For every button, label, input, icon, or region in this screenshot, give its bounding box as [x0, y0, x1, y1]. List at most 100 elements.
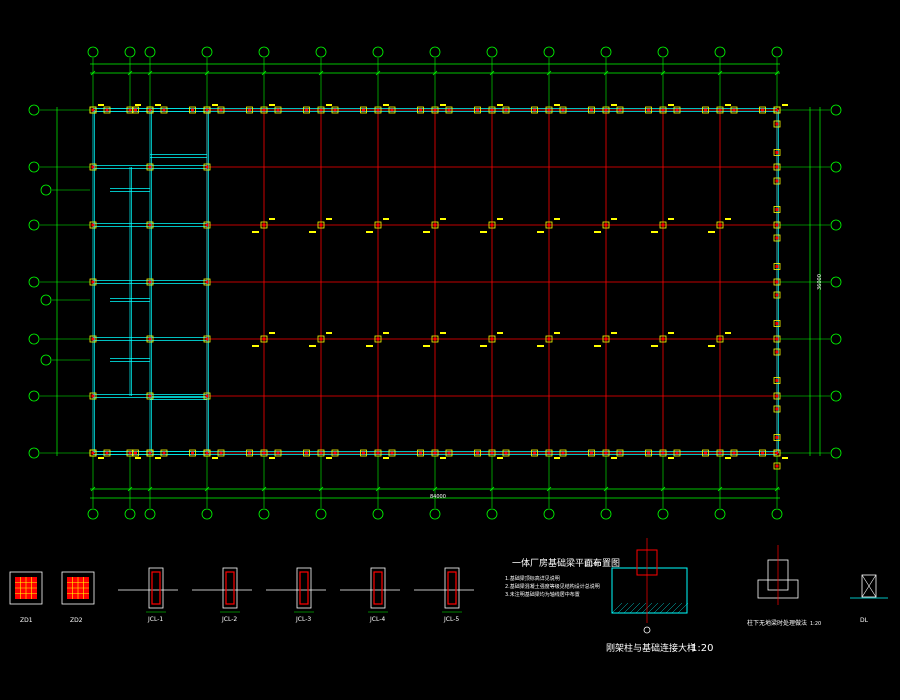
column-tag — [708, 345, 715, 347]
column-core — [775, 122, 779, 126]
dimension-tick — [603, 486, 609, 492]
column — [545, 221, 553, 229]
column-tag — [252, 231, 259, 233]
column — [189, 449, 196, 457]
column — [673, 449, 681, 457]
column-core — [732, 451, 736, 455]
detail-labels: ZD1 ZD2 JCL-1 JCL-2 JCL-3 JCL-4 JCL-5 刚架… — [20, 274, 869, 654]
column — [616, 449, 624, 457]
column — [759, 449, 766, 457]
connection-detail-scale: 1:20 — [691, 643, 713, 654]
column-core — [305, 108, 308, 112]
column-tag — [782, 457, 788, 459]
column-core — [561, 108, 565, 112]
column-core — [205, 280, 209, 284]
column-tag — [594, 345, 601, 347]
dimension-tick — [774, 486, 780, 492]
connection-detail-title: 刚架柱与基础连接大样 — [606, 642, 696, 654]
section-stirrup — [447, 571, 457, 605]
column — [559, 106, 567, 114]
column — [645, 106, 652, 114]
dimension-tick — [90, 70, 96, 76]
column-core — [205, 165, 209, 169]
column-tag — [440, 218, 446, 220]
small-detail-cross — [861, 574, 877, 598]
column-tag — [497, 332, 503, 334]
column-core — [775, 165, 779, 169]
column — [417, 449, 424, 457]
column-core — [390, 108, 394, 112]
small-detail-outline — [861, 574, 877, 598]
column — [716, 335, 724, 343]
detail-drawings — [9, 538, 888, 634]
column-tag — [611, 104, 617, 106]
column — [317, 106, 325, 114]
column — [274, 449, 282, 457]
column — [303, 449, 310, 457]
right-detail-title: 柱下无地梁时处理做法 — [747, 619, 807, 627]
axis-bubble-right — [830, 447, 842, 459]
column — [616, 106, 624, 114]
column — [773, 348, 781, 356]
column-core — [775, 179, 779, 183]
dimension-tick — [261, 486, 267, 492]
column — [260, 106, 268, 114]
column-tag — [668, 104, 674, 106]
column-core — [105, 451, 109, 455]
total-height-dimension: 36000 — [817, 274, 823, 290]
column-tag — [309, 231, 316, 233]
axis-bubble-left — [28, 333, 40, 345]
column-tag — [782, 104, 788, 106]
column — [773, 177, 781, 185]
section-outline — [370, 567, 386, 609]
axis-bubble-left — [28, 219, 40, 231]
column — [89, 221, 97, 229]
column-core — [675, 108, 679, 112]
dimension-tick — [660, 70, 666, 76]
column-tag — [537, 231, 544, 233]
column — [203, 335, 211, 343]
dimension-tick — [489, 486, 495, 492]
column-core — [362, 451, 365, 455]
column — [274, 106, 282, 114]
column-core — [319, 451, 323, 455]
column-core — [362, 108, 365, 112]
column — [203, 221, 211, 229]
column — [773, 234, 781, 242]
dimension-tick — [774, 70, 780, 76]
column-tag — [480, 231, 487, 233]
column — [374, 221, 382, 229]
right-detail-scale: 1:20 — [810, 621, 821, 627]
axis-bubble-top — [201, 46, 213, 58]
column-core — [148, 108, 152, 112]
section-stirrup — [299, 571, 309, 605]
column-core — [148, 394, 152, 398]
axis-bubble-left — [28, 447, 40, 459]
column-core — [205, 394, 209, 398]
column-core — [775, 108, 779, 112]
section-label-2: JCL-2 — [221, 616, 237, 623]
section-label-4: JCL-4 — [369, 616, 385, 623]
column-core — [433, 223, 437, 227]
column — [160, 106, 168, 114]
column — [374, 335, 382, 343]
column-core — [490, 108, 494, 112]
column-core — [191, 108, 194, 112]
column-tag — [497, 218, 503, 220]
section-stirrup — [373, 571, 383, 605]
column-core — [91, 223, 95, 227]
column-tag — [326, 332, 332, 334]
axis-bubble-top — [771, 46, 783, 58]
column — [445, 106, 453, 114]
column-tag — [554, 104, 560, 106]
column-core — [490, 337, 494, 341]
axis-bubble-top — [543, 46, 555, 58]
axis-bubble-bottom — [429, 508, 441, 520]
column-core — [262, 223, 266, 227]
axis-bubble-top — [714, 46, 726, 58]
column — [146, 278, 154, 286]
column-core — [647, 451, 650, 455]
plan-scale: 1:100 — [584, 561, 601, 568]
column — [773, 335, 781, 343]
column-tag — [668, 218, 674, 220]
